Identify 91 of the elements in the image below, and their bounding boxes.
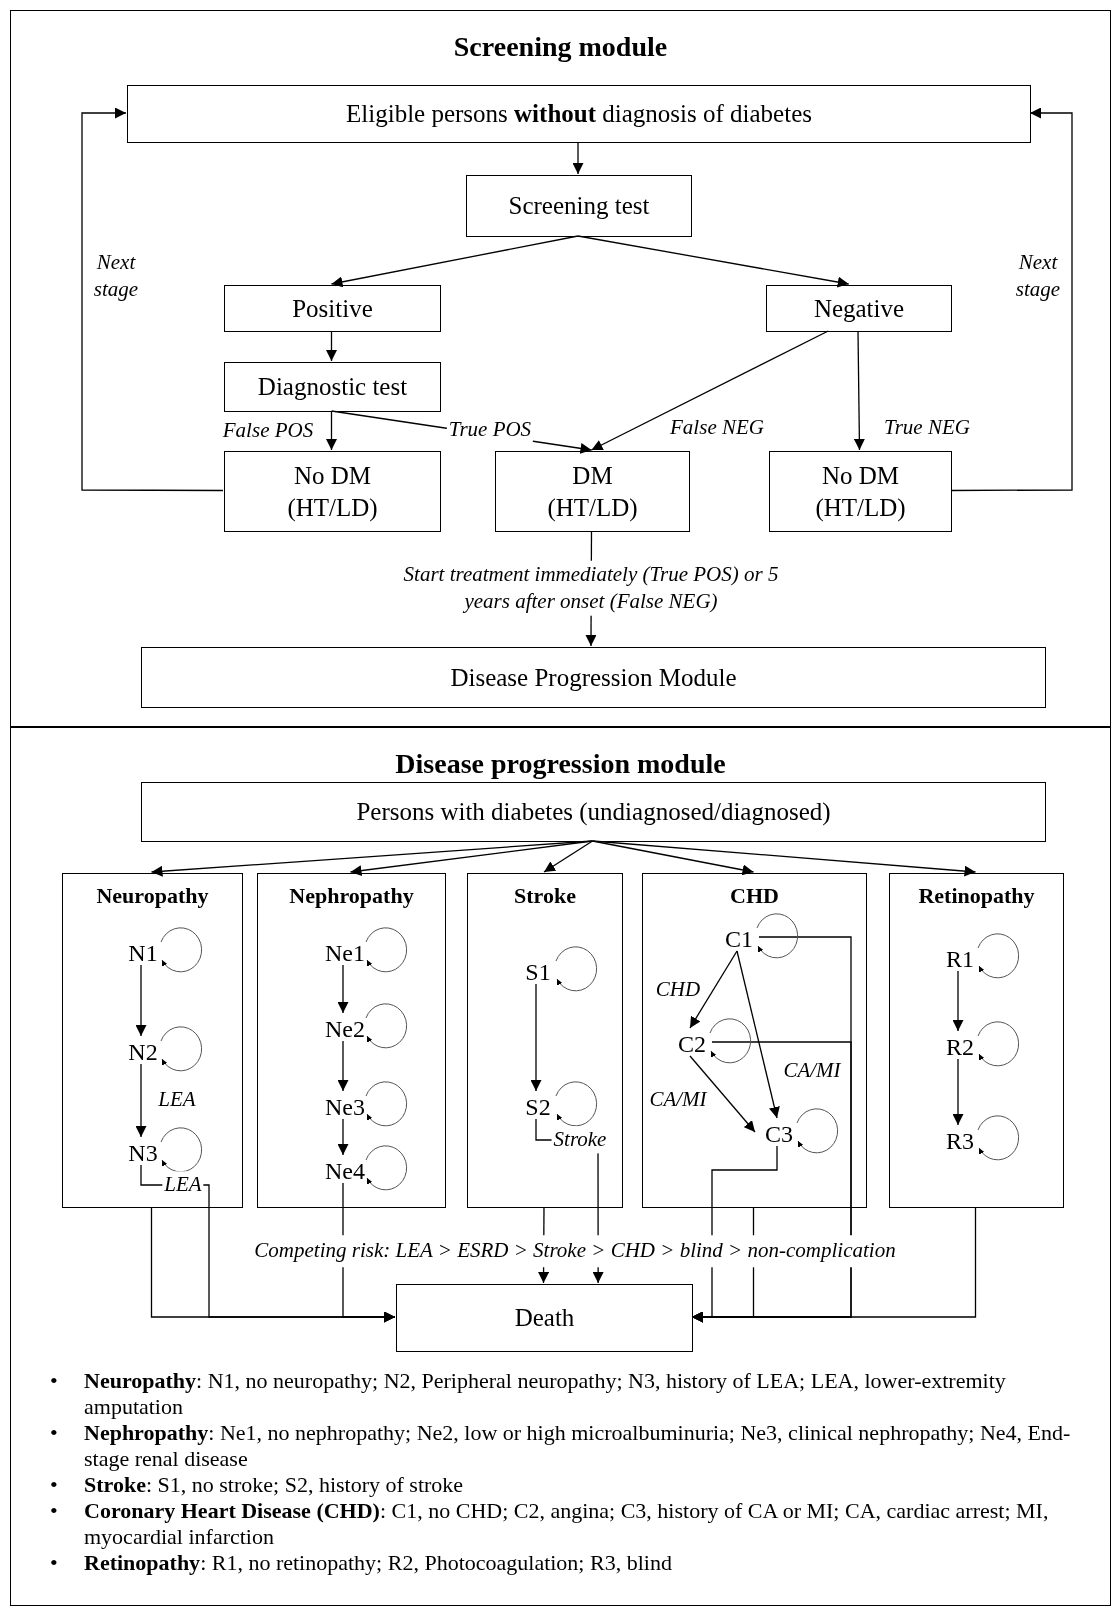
- self-loop-arrow: [977, 1115, 1020, 1161]
- self-loop-arrow: [977, 1021, 1020, 1067]
- footnote-item: Nephropathy: Ne1, no nephropathy; Ne2, low or high microalbuminuria; Ne3, clinical nephropathy; Ne4, End-stage renal disease: [84, 1420, 1072, 1472]
- panel-heading: Screening module: [453, 30, 668, 64]
- footnote-item: Stroke: S1, no stroke; S2, history of stroke: [84, 1472, 464, 1498]
- arrow: [330, 235, 579, 288]
- outcome-box: Death: [396, 1284, 693, 1352]
- arrow: [337, 1040, 349, 1092]
- process-box: Screening test: [466, 175, 692, 237]
- arrow: [135, 964, 147, 1037]
- self-loop-arrow: [796, 1108, 839, 1154]
- arrow: [150, 840, 594, 877]
- process-box: Diagnostic test: [224, 362, 441, 412]
- self-loop-arrow: [365, 1145, 408, 1191]
- bullet: •: [50, 1420, 59, 1447]
- state-label: N1: [121, 939, 165, 967]
- footnote-item: Coronary Heart Disease (CHD): C1, no CHD; C2, angina; C3, history of CA or MI; CA, cardiac arrest; MI, myocardial infarction: [84, 1498, 1050, 1550]
- state-label: Ne1: [320, 939, 370, 967]
- arrow: [530, 983, 542, 1092]
- complication-box: [889, 873, 1064, 1208]
- state-label: N2: [121, 1038, 165, 1066]
- state-label: R1: [938, 945, 982, 973]
- arrow: [349, 840, 594, 877]
- bullet: •: [50, 1550, 59, 1576]
- self-loop-arrow: [365, 1081, 408, 1127]
- panel-heading: Disease progression module: [395, 747, 726, 781]
- arrow: [135, 1063, 147, 1138]
- state-label: N3: [121, 1139, 165, 1167]
- process-box: Disease Progression Module: [141, 647, 1046, 708]
- footnote-item: Retinopathy: R1, no retinopathy; R2, Photocoagulation; R3, blind: [84, 1550, 672, 1576]
- process-box: Eligible persons without diagnosis of diabetes: [127, 85, 1031, 143]
- box-heading: CHD: [730, 882, 779, 910]
- process-box: No DM (HT/LD): [224, 451, 441, 532]
- self-loop-arrow: [555, 1081, 598, 1127]
- module-panel: [10, 10, 1111, 727]
- box-heading: Retinopathy: [918, 882, 1035, 910]
- arrow: [543, 840, 594, 873]
- arrow: [326, 330, 337, 362]
- state-label: Ne4: [320, 1157, 370, 1185]
- self-loop-arrow: [555, 946, 598, 992]
- arrow: [337, 1118, 349, 1156]
- bullet: •: [50, 1368, 59, 1395]
- state-label: S1: [516, 958, 560, 986]
- box-heading: Neuropathy: [96, 882, 209, 910]
- state-label: S2: [516, 1093, 560, 1121]
- arrow: [952, 1058, 964, 1126]
- box-heading: Stroke: [514, 882, 576, 910]
- state-label: C3: [757, 1120, 801, 1148]
- bullet: •: [50, 1498, 59, 1525]
- arrow: [577, 235, 850, 288]
- state-label: R3: [938, 1127, 982, 1155]
- arrow: [81, 107, 224, 492]
- arrow: [691, 1206, 977, 1323]
- complication-box: [642, 873, 867, 1208]
- process-box: Persons with diabetes (undiagnosed/diagnosed): [141, 782, 1046, 842]
- process-box: No DM (HT/LD): [769, 451, 952, 532]
- self-loop-arrow: [160, 1127, 203, 1173]
- self-loop-arrow: [365, 1003, 408, 1049]
- module-panel: [10, 727, 1111, 1606]
- self-loop-arrow: [160, 927, 203, 973]
- process-box: Negative: [766, 285, 952, 332]
- process-box: DM (HT/LD): [495, 451, 690, 532]
- complication-box: [467, 873, 623, 1208]
- arrow: [572, 141, 584, 175]
- arrow: [326, 410, 337, 451]
- arrow: [689, 1055, 756, 1133]
- state-label: C1: [717, 925, 761, 953]
- arrow: [736, 950, 780, 1119]
- footnote-item: Neuropathy: N1, no neuropathy; N2, Peripheral neuropathy; N3, history of LEA; LEA, lower-extremity amputation: [84, 1368, 1007, 1420]
- arrow: [853, 330, 865, 451]
- arrow: [591, 840, 977, 877]
- bullet: •: [50, 1472, 59, 1498]
- state-label: C2: [670, 1030, 714, 1058]
- state-label: R2: [938, 1033, 982, 1061]
- state-label: Ne2: [320, 1015, 370, 1043]
- self-loop-arrow: [365, 927, 408, 973]
- self-loop-arrow: [709, 1018, 752, 1064]
- arrow: [950, 107, 1073, 492]
- self-loop-arrow: [977, 933, 1020, 979]
- arrow: [337, 964, 349, 1014]
- process-box: Positive: [224, 285, 441, 332]
- edge-label: Stroke: [551, 1126, 609, 1154]
- self-loop-arrow: [160, 1026, 203, 1072]
- self-loop-arrow: [756, 913, 799, 959]
- arrow: [952, 970, 964, 1032]
- arrow: [689, 950, 738, 1029]
- complication-box: [62, 873, 243, 1208]
- complication-box: [257, 873, 446, 1208]
- box-heading: Nephropathy: [289, 882, 414, 910]
- state-label: Ne3: [320, 1093, 370, 1121]
- arrow: [590, 330, 829, 451]
